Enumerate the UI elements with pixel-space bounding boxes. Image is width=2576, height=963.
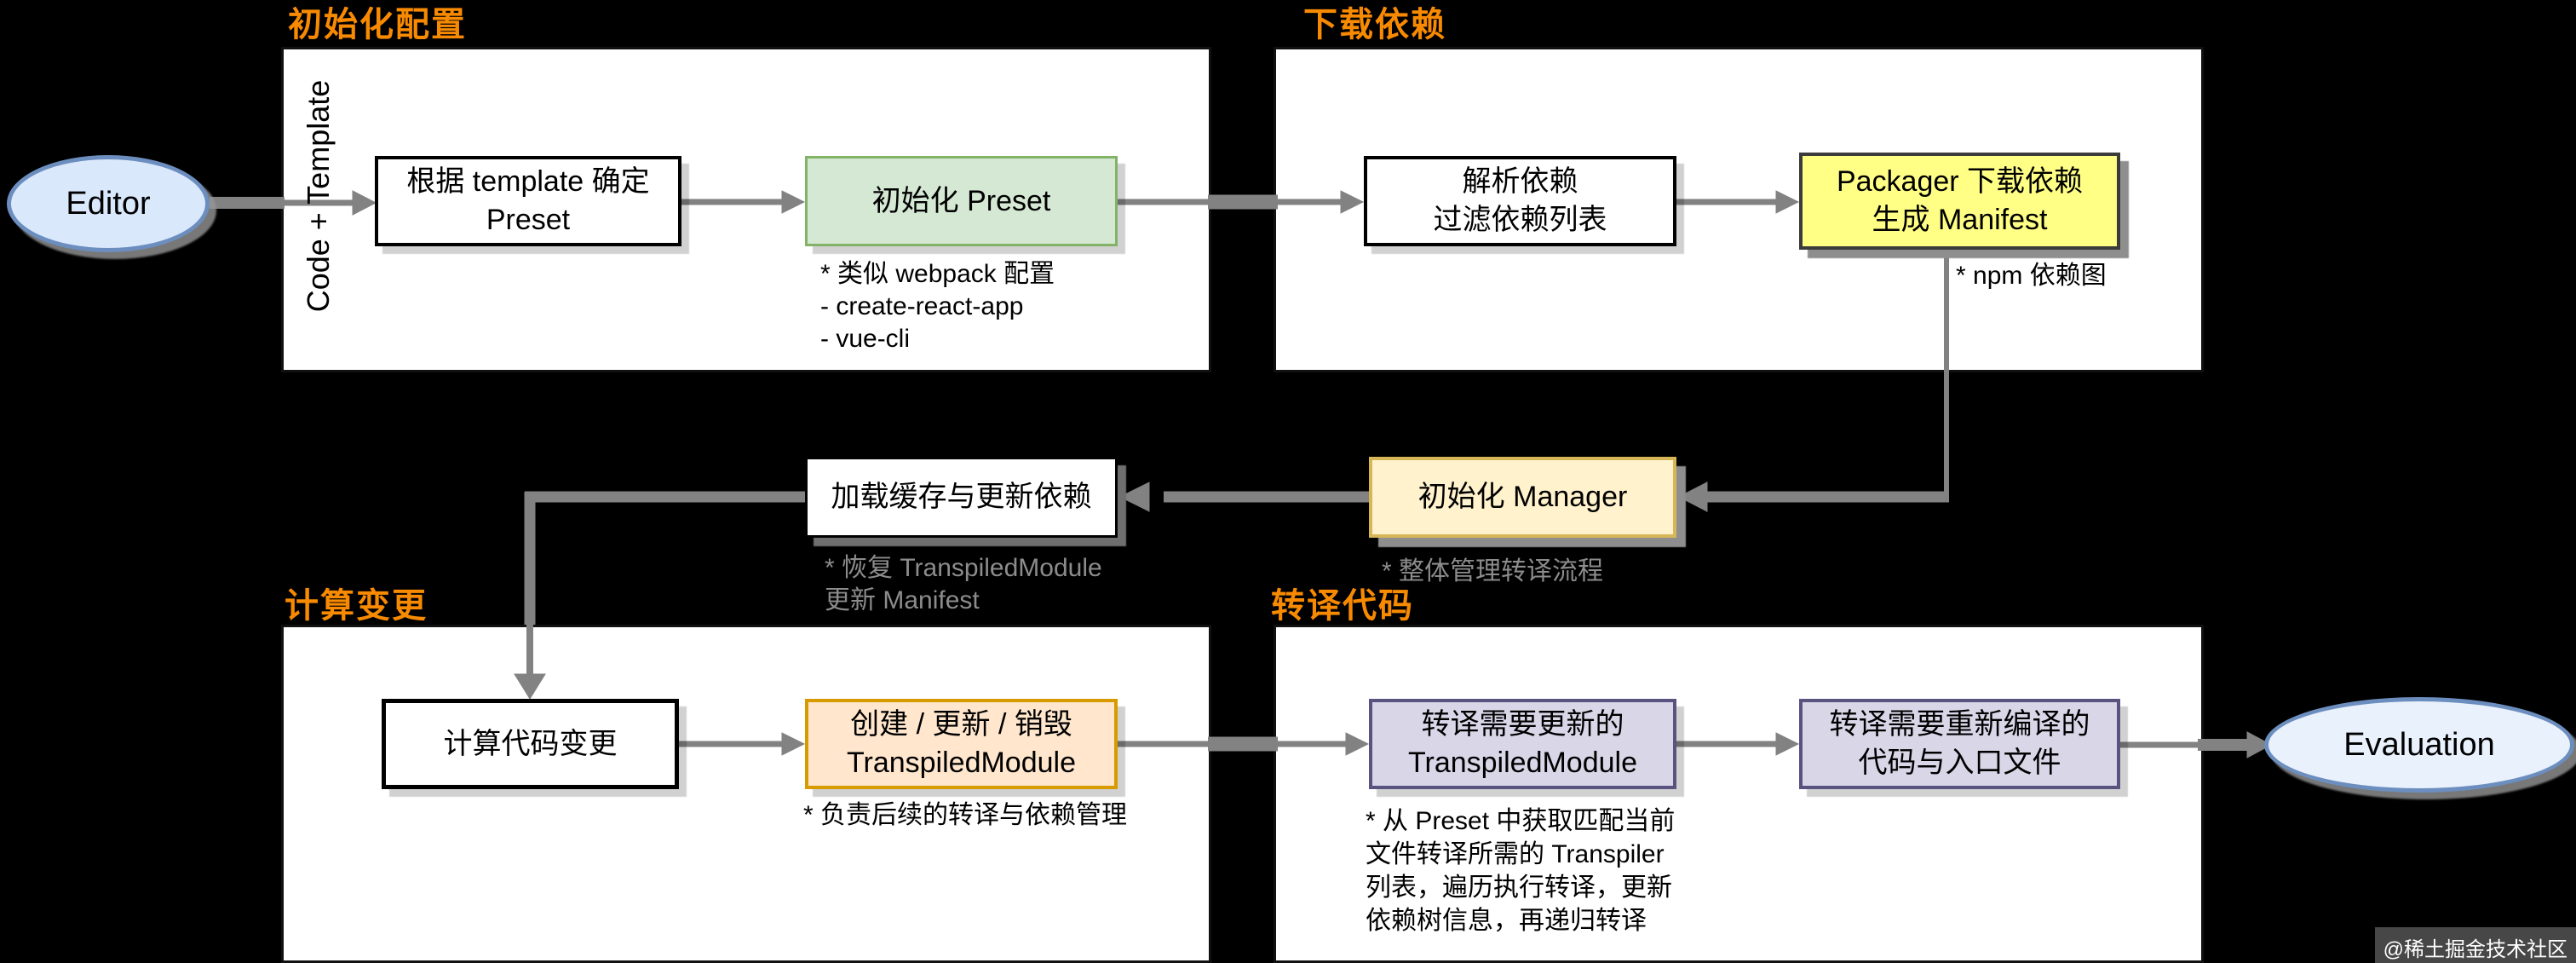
arrowhead-into-load-cache <box>1118 482 1150 512</box>
evaluation-terminal: Evaluation <box>2264 697 2574 793</box>
box-init-preset: 初始化 Preset <box>805 156 1118 246</box>
note-manager-role: * 整体管理转译流程 <box>1382 557 1604 585</box>
box-load-cache: 加载缓存与更新依赖 <box>805 457 1118 538</box>
arrowhead-into-manager <box>1677 482 1708 512</box>
box-determine-preset: 根据 template 确定 Preset <box>375 156 681 246</box>
section-label-download-deps: 下载依赖 <box>1303 6 1446 43</box>
section-label-transpile-code: 转译代码 <box>1271 587 1414 625</box>
note-cache-restore: * 恢复 TranspiledModule 更新 Manifest <box>825 554 1102 615</box>
note-npm-graph: * npm 依赖图 <box>1956 262 2107 290</box>
note-crud-responsibility: * 负责后续的转译与依赖管理 <box>803 801 1128 829</box>
section-label-calc-diff: 计算变更 <box>285 587 428 625</box>
editor-terminal: Editor <box>7 155 210 252</box>
box-transpile-updated: 转译需要更新的 TranspiledModule <box>1369 699 1676 789</box>
box-packager: Packager 下载依赖 生成 Manifest <box>1799 153 2120 250</box>
box-calc-diff: 计算代码变更 <box>382 699 679 789</box>
panel-calc-diff <box>281 625 1211 963</box>
note-preset-webpack: * 类似 webpack 配置 - create-react-app - vue… <box>820 260 1055 354</box>
note-transpiler-detail: * 从 Preset 中获取匹配当前 文件转译所需的 Transpiler 列表… <box>1366 807 1676 935</box>
box-init-manager: 初始化 Manager <box>1369 457 1676 538</box>
panel-transpile-code <box>1274 625 2204 963</box>
box-transpile-entry: 转译需要重新编译的 代码与入口文件 <box>1799 699 2120 789</box>
box-crud-transpiled-module: 创建 / 更新 / 销毁 TranspiledModule <box>805 699 1118 789</box>
watermark-juejin: @稀土掘金技术社区 <box>2374 927 2576 963</box>
code-template-edge-label: Code + Template <box>301 79 336 313</box>
section-label-init-config: 初始化配置 <box>288 6 467 43</box>
box-resolve-deps: 解析依赖 过滤依赖列表 <box>1364 156 1676 246</box>
